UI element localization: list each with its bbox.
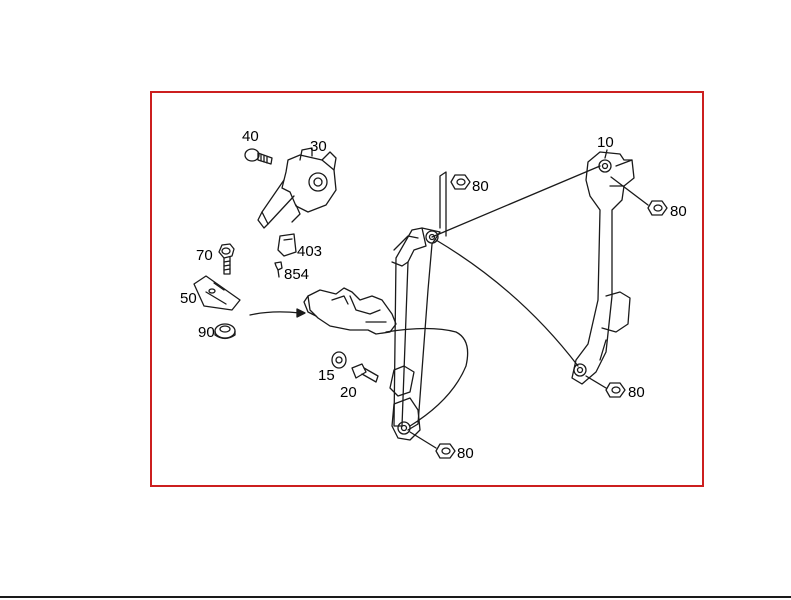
part-854-pin bbox=[274, 261, 283, 278]
part-80-nut-top bbox=[450, 174, 471, 190]
label-part-90: 90 bbox=[198, 324, 215, 341]
part-70-screw bbox=[218, 243, 235, 275]
label-part-80-right: 80 bbox=[670, 203, 687, 220]
part-90-nut bbox=[214, 323, 236, 340]
label-part-15: 15 bbox=[318, 367, 335, 384]
part-403-clip bbox=[277, 233, 297, 257]
label-part-40: 40 bbox=[242, 128, 259, 145]
label-part-30: 30 bbox=[310, 138, 327, 155]
regulator-left-rail bbox=[389, 227, 441, 441]
mounted-motor bbox=[303, 287, 397, 335]
install-arrow bbox=[249, 311, 301, 316]
regulator-cables bbox=[385, 165, 601, 427]
label-part-80-top: 80 bbox=[472, 178, 489, 195]
label-part-854: 854 bbox=[284, 266, 309, 283]
label-part-403: 403 bbox=[297, 243, 322, 260]
label-part-20: 20 bbox=[340, 384, 357, 401]
part-80-nut-right bbox=[647, 200, 668, 216]
part-80-nut-bottom bbox=[435, 443, 456, 459]
bottom-divider bbox=[0, 596, 791, 598]
regulator-right-rail bbox=[571, 151, 635, 385]
part-15-washer bbox=[331, 351, 347, 369]
part-40-bolt bbox=[244, 148, 273, 165]
part-20-bolt bbox=[351, 363, 379, 383]
part-30-motor bbox=[257, 147, 337, 229]
label-part-10: 10 bbox=[597, 134, 614, 151]
part-80-nut-lower-right bbox=[605, 382, 626, 398]
diagram-frame bbox=[150, 91, 704, 487]
label-part-80-bottom: 80 bbox=[457, 445, 474, 462]
label-part-70: 70 bbox=[196, 247, 213, 264]
label-part-50: 50 bbox=[180, 290, 197, 307]
label-part-80-lower-right: 80 bbox=[628, 384, 645, 401]
part-50-bracket bbox=[193, 275, 241, 311]
